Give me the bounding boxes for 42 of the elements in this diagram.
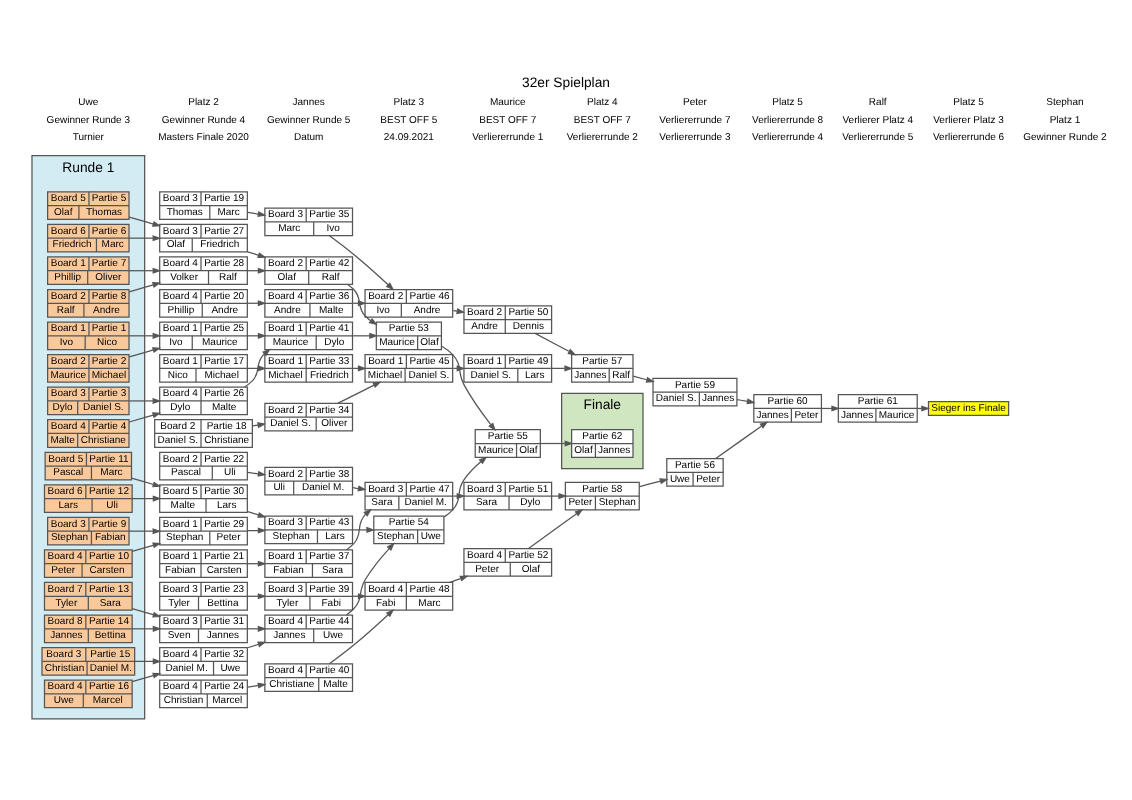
arrow: [347, 284, 378, 326]
arrow: [128, 332, 162, 339]
arrow: [130, 477, 162, 488]
arrow: [247, 251, 267, 258]
arrow: [715, 421, 769, 460]
arrow: [443, 456, 488, 518]
arrow: [352, 526, 376, 533]
arrow: [345, 542, 395, 616]
arrow: [128, 528, 162, 535]
arrow: [441, 345, 497, 432]
arrow: [128, 347, 162, 358]
arrow: [449, 575, 469, 583]
arrow: [551, 493, 568, 500]
arrow: [128, 267, 162, 274]
arrow: [632, 375, 655, 383]
arrow: [128, 216, 162, 227]
arrow: [345, 508, 372, 551]
arrow: [134, 658, 162, 665]
arrow: [247, 511, 267, 518]
arrow: [247, 211, 267, 218]
arrow: [352, 485, 367, 492]
arrow: [639, 478, 669, 488]
arrow: [131, 607, 162, 618]
arrow: [337, 381, 382, 404]
arrow: [128, 397, 162, 404]
arrow: [247, 641, 267, 649]
arrow: [527, 508, 584, 549]
arrow: [736, 398, 756, 405]
arrow: [131, 495, 162, 502]
arrow: [534, 332, 577, 356]
arrow: [247, 470, 267, 477]
arrow: [328, 609, 395, 665]
arrow: [128, 282, 162, 293]
arrow: [452, 308, 466, 315]
arrow: [131, 672, 162, 683]
arrow: [540, 440, 574, 447]
arrow: [131, 625, 162, 632]
arrow: [131, 542, 162, 553]
arrow: [328, 235, 395, 291]
arrow: [128, 235, 162, 242]
arrow: [247, 682, 267, 689]
arrow: [128, 412, 162, 423]
